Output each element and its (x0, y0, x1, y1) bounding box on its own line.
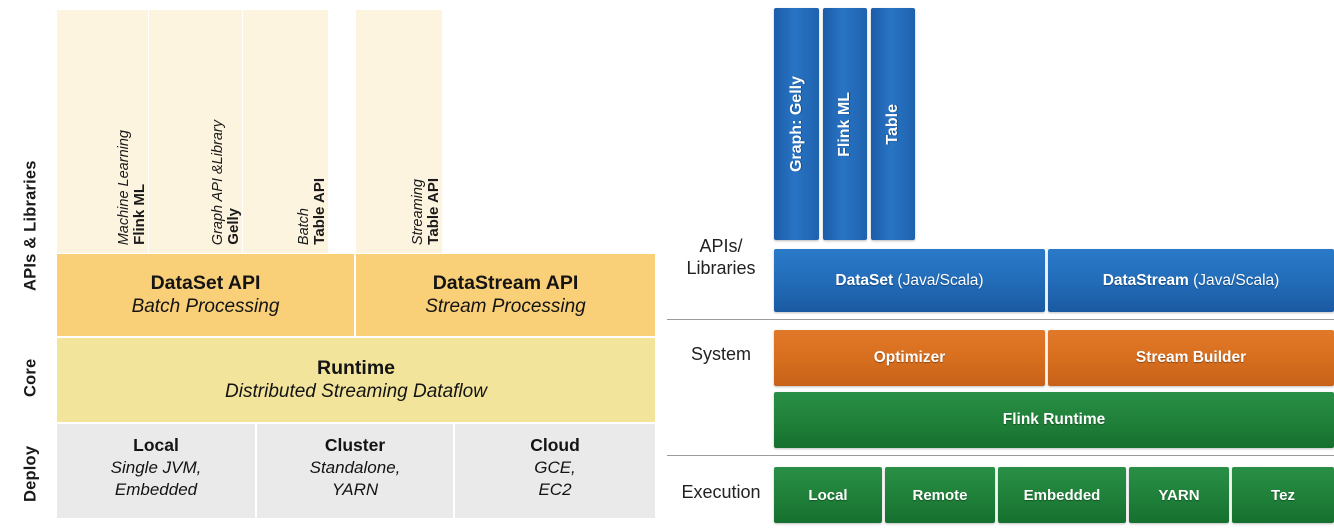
library-bar-label: Table (884, 103, 901, 145)
api-block-subtitle: Batch Processing (131, 296, 280, 318)
deploy-title: Local (133, 435, 179, 455)
deploy-subtitle: Standalone, YARN (309, 457, 401, 499)
api-bar-label-normal: (Java/Scala) (893, 271, 984, 289)
api-bar-label-normal: (Java/Scala) (1188, 271, 1280, 289)
api-block-dataset[interactable]: DataSet API Batch Processing (57, 253, 356, 336)
left-stack-diagram: APIs & Libraries Core Deploy Flink ML Ma… (21, 10, 655, 518)
library-column-gelly[interactable]: Gelly Graph API &Library (149, 10, 243, 253)
execution-bar-label: Tez (1271, 486, 1295, 504)
library-column-table-api-streaming[interactable]: Table API Streaming (356, 10, 442, 253)
right-row-label-apis: APIs/ Libraries (686, 236, 756, 278)
library-column-table-api-batch[interactable]: Table API Batch (243, 10, 329, 253)
execution-bar-label: Remote (912, 486, 968, 504)
left-row-label-deploy: Deploy (21, 445, 40, 503)
api-bar-label-bold: DataSet (835, 271, 894, 289)
runtime-block[interactable]: Runtime Distributed Streaming Dataflow (57, 336, 655, 422)
library-column-title: Flink ML (131, 184, 149, 245)
deploy-subtitle: Single JVM, Embedded (110, 457, 202, 499)
library-column-subtitle: Machine Learning (116, 129, 133, 245)
api-bar-label-bold: DataStream (1102, 271, 1189, 289)
right-row-label-execution: Execution (681, 482, 761, 502)
right-stack-diagram: APIs/ Libraries System Execution Graph: … (667, 0, 1334, 529)
system-bar-optimizer[interactable]: Optimizer (774, 330, 1045, 386)
execution-bar-label: Local (808, 486, 848, 504)
system-bar-label: Optimizer (873, 349, 946, 366)
execution-bar-tez[interactable]: Tez (1232, 467, 1334, 523)
deploy-title: Cluster (324, 435, 386, 455)
execution-bar-local[interactable]: Local (774, 467, 882, 523)
library-column-title: Gelly (225, 208, 243, 245)
deploy-subtitle: GCE, EC2 (534, 457, 576, 499)
library-column-title: Table API (425, 178, 443, 245)
left-row-label-apis: APIs & Libraries (21, 160, 40, 292)
left-row-label-core: Core (21, 358, 40, 398)
deploy-block-cloud[interactable]: Cloud GCE, EC2 (455, 422, 655, 518)
runtime-bar-label: Flink Runtime (1002, 411, 1106, 428)
execution-bar-embedded[interactable]: Embedded (998, 467, 1126, 523)
execution-bar-label: YARN (1158, 486, 1200, 504)
api-bar-label: DataSet (Java/Scala) (835, 272, 983, 290)
execution-bar-yarn[interactable]: YARN (1129, 467, 1229, 523)
runtime-bar-flink-runtime[interactable]: Flink Runtime (774, 392, 1334, 448)
right-row-label-system: System (690, 344, 751, 364)
deploy-block-local[interactable]: Local Single JVM, Embedded (57, 422, 257, 518)
api-block-datastream[interactable]: DataStream API Stream Processing (356, 253, 655, 336)
execution-bar-label: Embedded (1023, 486, 1101, 504)
library-column-title: Table API (311, 178, 329, 245)
library-bar-label: Flink ML (836, 91, 853, 157)
library-column-subtitle: Streaming (410, 178, 427, 245)
library-column-subtitle: Graph API &Library (210, 119, 227, 245)
system-bar-label: Stream Builder (1135, 349, 1247, 366)
separator-system-execution (667, 455, 1334, 456)
api-block-subtitle: Stream Processing (425, 296, 586, 318)
system-bar-stream-builder[interactable]: Stream Builder (1048, 330, 1334, 386)
runtime-title: Runtime (317, 357, 395, 380)
library-bar-label: Graph: Gelly (787, 75, 805, 173)
runtime-subtitle: Distributed Streaming Dataflow (225, 381, 487, 403)
library-bar-flink-ml[interactable]: Flink ML (823, 8, 867, 240)
api-bar-dataset[interactable]: DataSet (Java/Scala) (774, 249, 1045, 312)
library-bar-graph-gelly[interactable]: Graph: Gelly (774, 8, 819, 240)
api-bar-datastream[interactable]: DataStream (Java/Scala) (1048, 249, 1334, 312)
deploy-block-cluster[interactable]: Cluster Standalone, YARN (257, 422, 455, 518)
api-bar-label: DataStream (Java/Scala) (1103, 272, 1280, 290)
library-column-flink-ml[interactable]: Flink ML Machine Learning (57, 10, 149, 253)
execution-bar-remote[interactable]: Remote (885, 467, 995, 523)
api-block-title: DataSet API (150, 271, 261, 294)
library-bar-table[interactable]: Table (871, 8, 915, 240)
api-block-title: DataStream API (432, 271, 579, 294)
library-column-subtitle: Batch (296, 207, 313, 245)
separator-apis-system (667, 319, 1334, 320)
deploy-title: Cloud (530, 435, 580, 455)
